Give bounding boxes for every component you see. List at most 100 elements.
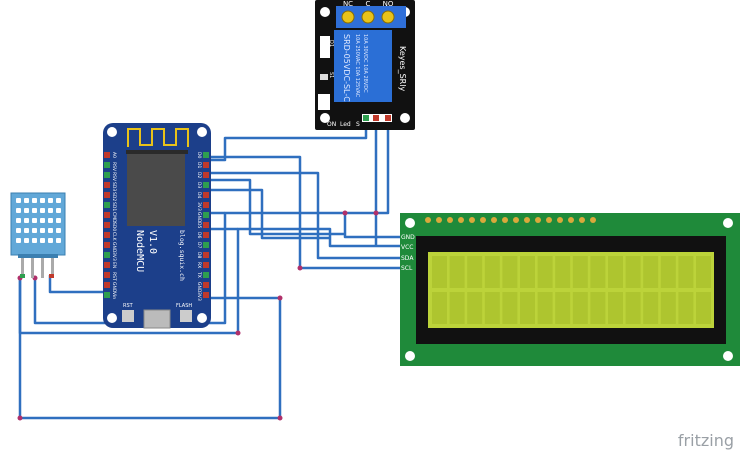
lcd-char-cell — [467, 292, 483, 324]
joint — [17, 415, 23, 421]
nodemcu-left-pin-label: GND — [111, 242, 117, 253]
lcd-header-hole — [480, 217, 486, 223]
nodemcu-site-text: blog.squix.ch — [178, 230, 186, 281]
lcd-char-cell — [643, 256, 659, 288]
dht-vent — [24, 238, 29, 243]
nodemcu-board: A0RSVRSVSD3SD2SD1CMDSD0CLKGND3V3ENRSTGND… — [103, 123, 211, 329]
lcd-char-cell — [643, 292, 659, 324]
dht-vent — [16, 208, 21, 213]
dht-vent — [40, 198, 45, 203]
dht-vent — [24, 228, 29, 233]
lcd-char-cell — [537, 256, 553, 288]
lcd-header-hole — [579, 217, 585, 223]
nodemcu-right-pin-label: D4 — [196, 192, 202, 198]
lcd-char-cell — [537, 292, 553, 324]
terminal-c: C — [366, 0, 371, 8]
dht-vent — [40, 238, 45, 243]
dht-vent — [48, 238, 53, 243]
nodemcu-right-pin — [203, 252, 209, 258]
lcd-char-cell — [484, 256, 500, 288]
wire-scl-lcd — [205, 155, 400, 270]
dht-vent — [40, 218, 45, 223]
nodemcu-left-pin — [104, 262, 110, 268]
lcd-char-cell — [572, 256, 588, 288]
nodemcu-left-pin-label: CLK — [111, 232, 117, 242]
lcd-header-hole — [425, 217, 431, 223]
nodemcu-pins-left: A0RSVRSVSD3SD2SD1CMDSD0CLKGND3V3ENRSTGND… — [104, 152, 117, 299]
lcd-char-cell — [608, 256, 623, 288]
lcd-char-cell — [484, 292, 500, 324]
dht-vent — [32, 198, 37, 203]
lcd-header-hole — [469, 217, 475, 223]
joint — [373, 210, 379, 216]
lcd-pin-gnd: GND — [401, 234, 415, 241]
nodemcu-title-line2: V1.0 — [147, 230, 158, 254]
nodemcu-rst-label: RST — [123, 303, 134, 309]
nodemcu-right-pin-label: D3 — [196, 182, 202, 188]
relay-rating-1: 10A 250VAC 10A 125VAC — [354, 34, 360, 98]
lcd-header-hole — [524, 217, 530, 223]
nodemcu-left-pin — [104, 152, 110, 158]
terminal-no: NO — [383, 0, 394, 8]
dht-vent — [48, 218, 53, 223]
joint — [235, 330, 241, 336]
wire-relay-gnd — [345, 128, 390, 215]
lcd-char-cell — [678, 256, 694, 288]
dht-vent — [40, 208, 45, 213]
nodemcu-right-pin-label: D6 — [196, 232, 202, 238]
nodemcu-left-pin — [104, 292, 110, 298]
nodemcu-right-pin-label: D2 — [196, 172, 202, 178]
lcd-header-hole — [590, 217, 596, 223]
nodemcu-right-pin — [203, 292, 209, 298]
nodemcu-left-pin-label: A0 — [111, 152, 117, 158]
nodemcu-right-pin-label: D0 — [196, 152, 202, 158]
dht-vent — [48, 208, 53, 213]
nodemcu-left-pin-label: SD3 — [111, 182, 117, 191]
lcd-char-cell — [590, 292, 606, 324]
relay-brand-text: Keyes_SRly — [398, 46, 407, 91]
nodemcu-right-pin — [203, 182, 209, 188]
dht-vent — [32, 218, 37, 223]
dht-vent — [32, 208, 37, 213]
fritzing-watermark: fritzing — [678, 431, 734, 450]
dht-vent — [16, 198, 21, 203]
dht-vent — [32, 238, 37, 243]
lcd-char-cell — [660, 256, 676, 288]
relay-led-label2: Led — [340, 121, 351, 128]
lcd-char-cell — [572, 292, 588, 324]
nodemcu-left-pin — [104, 212, 110, 218]
dht-vent — [24, 218, 29, 223]
nodemcu-right-pin — [203, 242, 209, 248]
lcd-char-cell — [520, 292, 535, 324]
lcd-header-hole — [557, 217, 563, 223]
nodemcu-left-pin-label: RSV — [111, 172, 117, 182]
wire-d7 — [205, 188, 330, 240]
wire-dht-data — [48, 275, 105, 294]
nodemcu-left-pin-label: Vin — [111, 292, 117, 299]
relay-signal-label: S — [356, 121, 360, 128]
lcd-char-cell — [696, 256, 711, 288]
nodemcu-right-pin-label: TX — [196, 271, 202, 278]
terminal-nc: NC — [343, 0, 353, 8]
nodemcu-right-pin — [203, 222, 209, 228]
nodemcu-right-pin-label: RX — [196, 262, 202, 268]
lcd-char-cell — [555, 256, 571, 288]
nodemcu-right-pin — [203, 272, 209, 278]
lcd-char-cell — [502, 292, 518, 324]
lcd-header-hole — [535, 217, 541, 223]
nodemcu-left-pin — [104, 222, 110, 228]
wire-relay-signal — [205, 128, 368, 162]
nodemcu-right-pin — [203, 262, 209, 268]
nodemcu-left-pin — [104, 172, 110, 178]
joint — [277, 295, 283, 301]
nodemcu-left-pin — [104, 192, 110, 198]
nodemcu-left-pin — [104, 242, 110, 248]
nodemcu-left-pin — [104, 252, 110, 258]
relay-rating-2: 10A 30VDC 10A 28VDC — [362, 34, 368, 93]
dht-sensor — [10, 192, 66, 278]
lcd-header-hole — [568, 217, 574, 223]
lcd-char-cell — [432, 256, 447, 288]
nodemcu-right-pin — [203, 232, 209, 238]
lcd-char-cell — [555, 292, 571, 324]
